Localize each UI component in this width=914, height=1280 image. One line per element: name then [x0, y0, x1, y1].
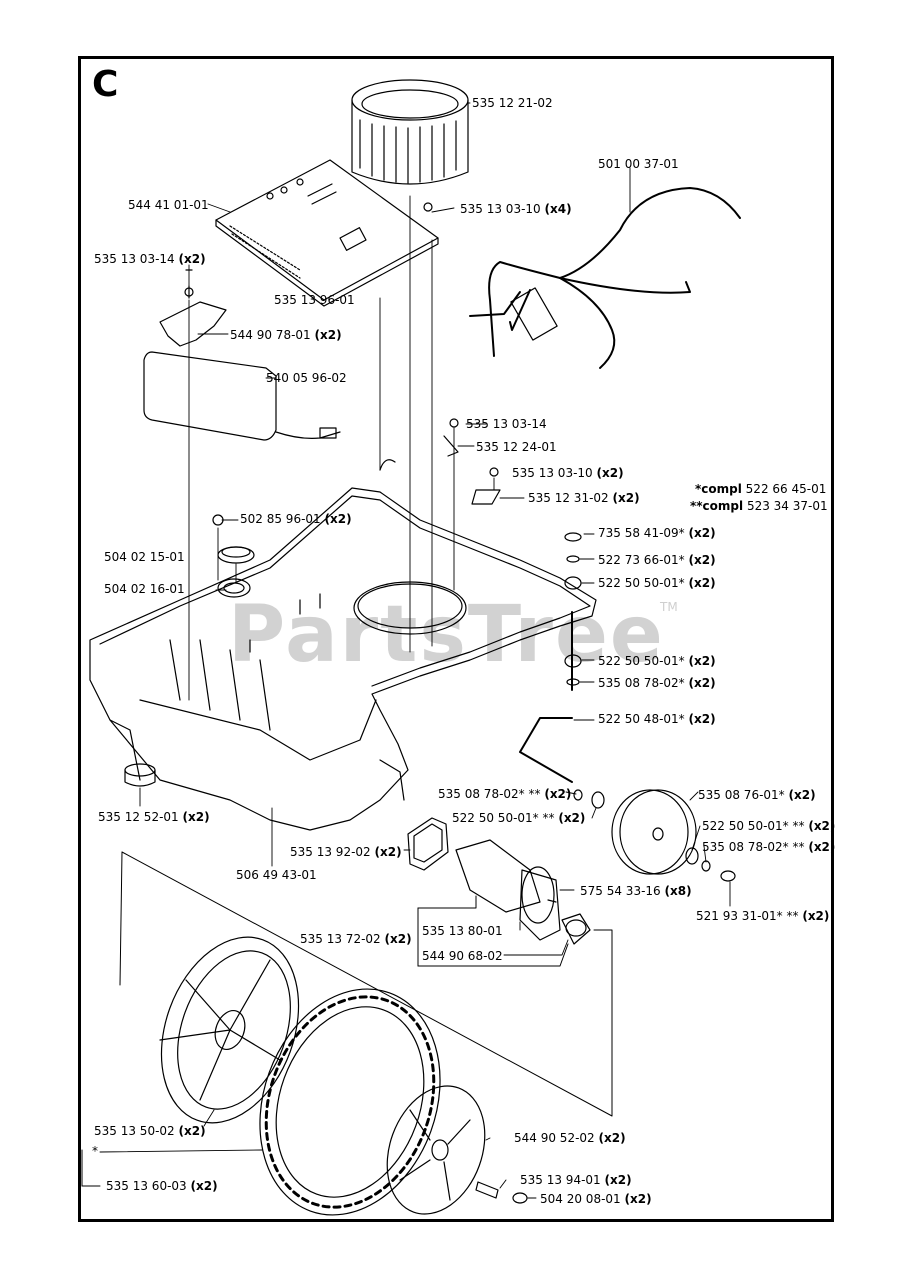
section-letter: C — [92, 64, 119, 105]
part-label-522-50-50-01-lower: 522 50 50-01* (x2) — [598, 654, 716, 668]
part-label-544-41-01-01: 544 41 01-01 — [128, 198, 209, 212]
part-label-535-13-03-10-x2: 535 13 03-10 (x2) — [512, 466, 624, 480]
drawing-wheel-cover — [386, 1085, 528, 1215]
part-label-535-08-78-02-left: 535 08 78-02* ** (x2) — [438, 787, 572, 801]
diagram-frame — [78, 56, 834, 1222]
part-label-504-20-08-01: 504 20 08-01 (x2) — [540, 1192, 652, 1206]
drawing-front-wheel — [573, 789, 736, 882]
part-label-504-02-16-01: 504 02 16-01 — [104, 582, 185, 596]
part-label-asterisk: * — [92, 1144, 98, 1158]
part-label-735-58-41-09: 735 58 41-09* (x2) — [598, 526, 716, 540]
drawing-chassis — [89, 487, 597, 831]
part-label-521-93-31-01: 521 93 31-01* ** (x2) — [696, 909, 830, 923]
part-label-535-13-94-01: 535 13 94-01 (x2) — [520, 1173, 632, 1187]
part-label-501-00-37-01: 501 00 37-01 — [598, 157, 679, 171]
part-label-502-85-96-01: 502 85 96-01 (x2) — [240, 512, 352, 526]
drawing-assembly-lines — [81, 851, 613, 1187]
drawing-swivel-axle — [519, 532, 582, 783]
part-label-535-13-92-02: 535 13 92-02 (x2) — [290, 845, 402, 859]
part-label-535-13-96-01: 535 13 96-01 — [274, 293, 355, 307]
part-label-535-08-78-02: 535 08 78-02* (x2) — [598, 676, 716, 690]
part-label-535-12-31-02: 535 12 31-02 (x2) — [528, 491, 640, 505]
drawing-circuit-board — [215, 159, 439, 307]
drawing-wheel-hub — [159, 936, 300, 1124]
part-label-522-50-50-01-upper: 522 50 50-01* (x2) — [598, 576, 716, 590]
part-label-504-02-15-01: 504 02 15-01 — [104, 550, 185, 564]
part-label-522-50-50-01-left: 522 50 50-01* ** (x2) — [452, 811, 586, 825]
part-label-535-13-50-02: 535 13 50-02 (x2) — [94, 1124, 206, 1138]
part-label-544-90-68-02: 544 90 68-02 — [422, 949, 503, 963]
note-compl-2: **compl 523 34 37-01 — [690, 499, 828, 513]
drawing-wheel-tire — [259, 988, 441, 1216]
drawing-gasket — [407, 817, 449, 871]
part-label-535-13-03-14-x2: 535 13 03-14 (x2) — [94, 252, 206, 266]
part-label-535-13-80-01: 535 13 80-01 — [422, 924, 503, 938]
drawing-battery — [143, 301, 341, 441]
part-label-535-13-03-10-x4: 535 13 03-10 (x4) — [460, 202, 572, 216]
part-label-535-13-60-03: 535 13 60-03 (x2) — [106, 1179, 218, 1193]
part-label-544-90-78-01: 544 90 78-01 (x2) — [230, 328, 342, 342]
note-compl-1: *compl 522 66 45-01 — [695, 482, 827, 496]
drawing-cover-ring — [351, 79, 469, 185]
part-label-535-12-24-01: 535 12 24-01 — [476, 440, 557, 454]
drawing-small-fasteners — [184, 202, 501, 526]
part-label-522-50-48-01: 522 50 48-01* (x2) — [598, 712, 716, 726]
watermark-trademark: TM — [660, 600, 678, 614]
part-label-535-12-52-01: 535 12 52-01 (x2) — [98, 810, 210, 824]
part-label-535-13-72-02: 535 13 72-02 (x2) — [300, 932, 412, 946]
part-label-506-49-43-01: 506 49 43-01 — [236, 868, 317, 882]
drawing-leader-lines — [81, 102, 731, 1199]
drawing-motor — [455, 839, 561, 941]
drawing-wiring-harness — [469, 187, 741, 369]
part-label-544-90-52-02: 544 90 52-02 (x2) — [514, 1131, 626, 1145]
part-label-540-05-96-02: 540 05 96-02 — [266, 371, 347, 385]
part-label-575-54-33-16: 575 54 33-16 (x8) — [580, 884, 692, 898]
part-label-522-73-66-01: 522 73 66-01* (x2) — [598, 553, 716, 567]
drawing-gear-coupling — [561, 913, 591, 945]
part-label-535-08-76-01: 535 08 76-01* (x2) — [698, 788, 816, 802]
part-label-535-12-21-02: 535 12 21-02 — [472, 96, 553, 110]
part-label-535-08-78-02-right: 535 08 78-02* ** (x2) — [702, 840, 836, 854]
part-label-522-50-50-01-right: 522 50 50-01* ** (x2) — [702, 819, 836, 833]
part-label-535-13-03-14: 535 13 03-14 — [466, 417, 547, 431]
